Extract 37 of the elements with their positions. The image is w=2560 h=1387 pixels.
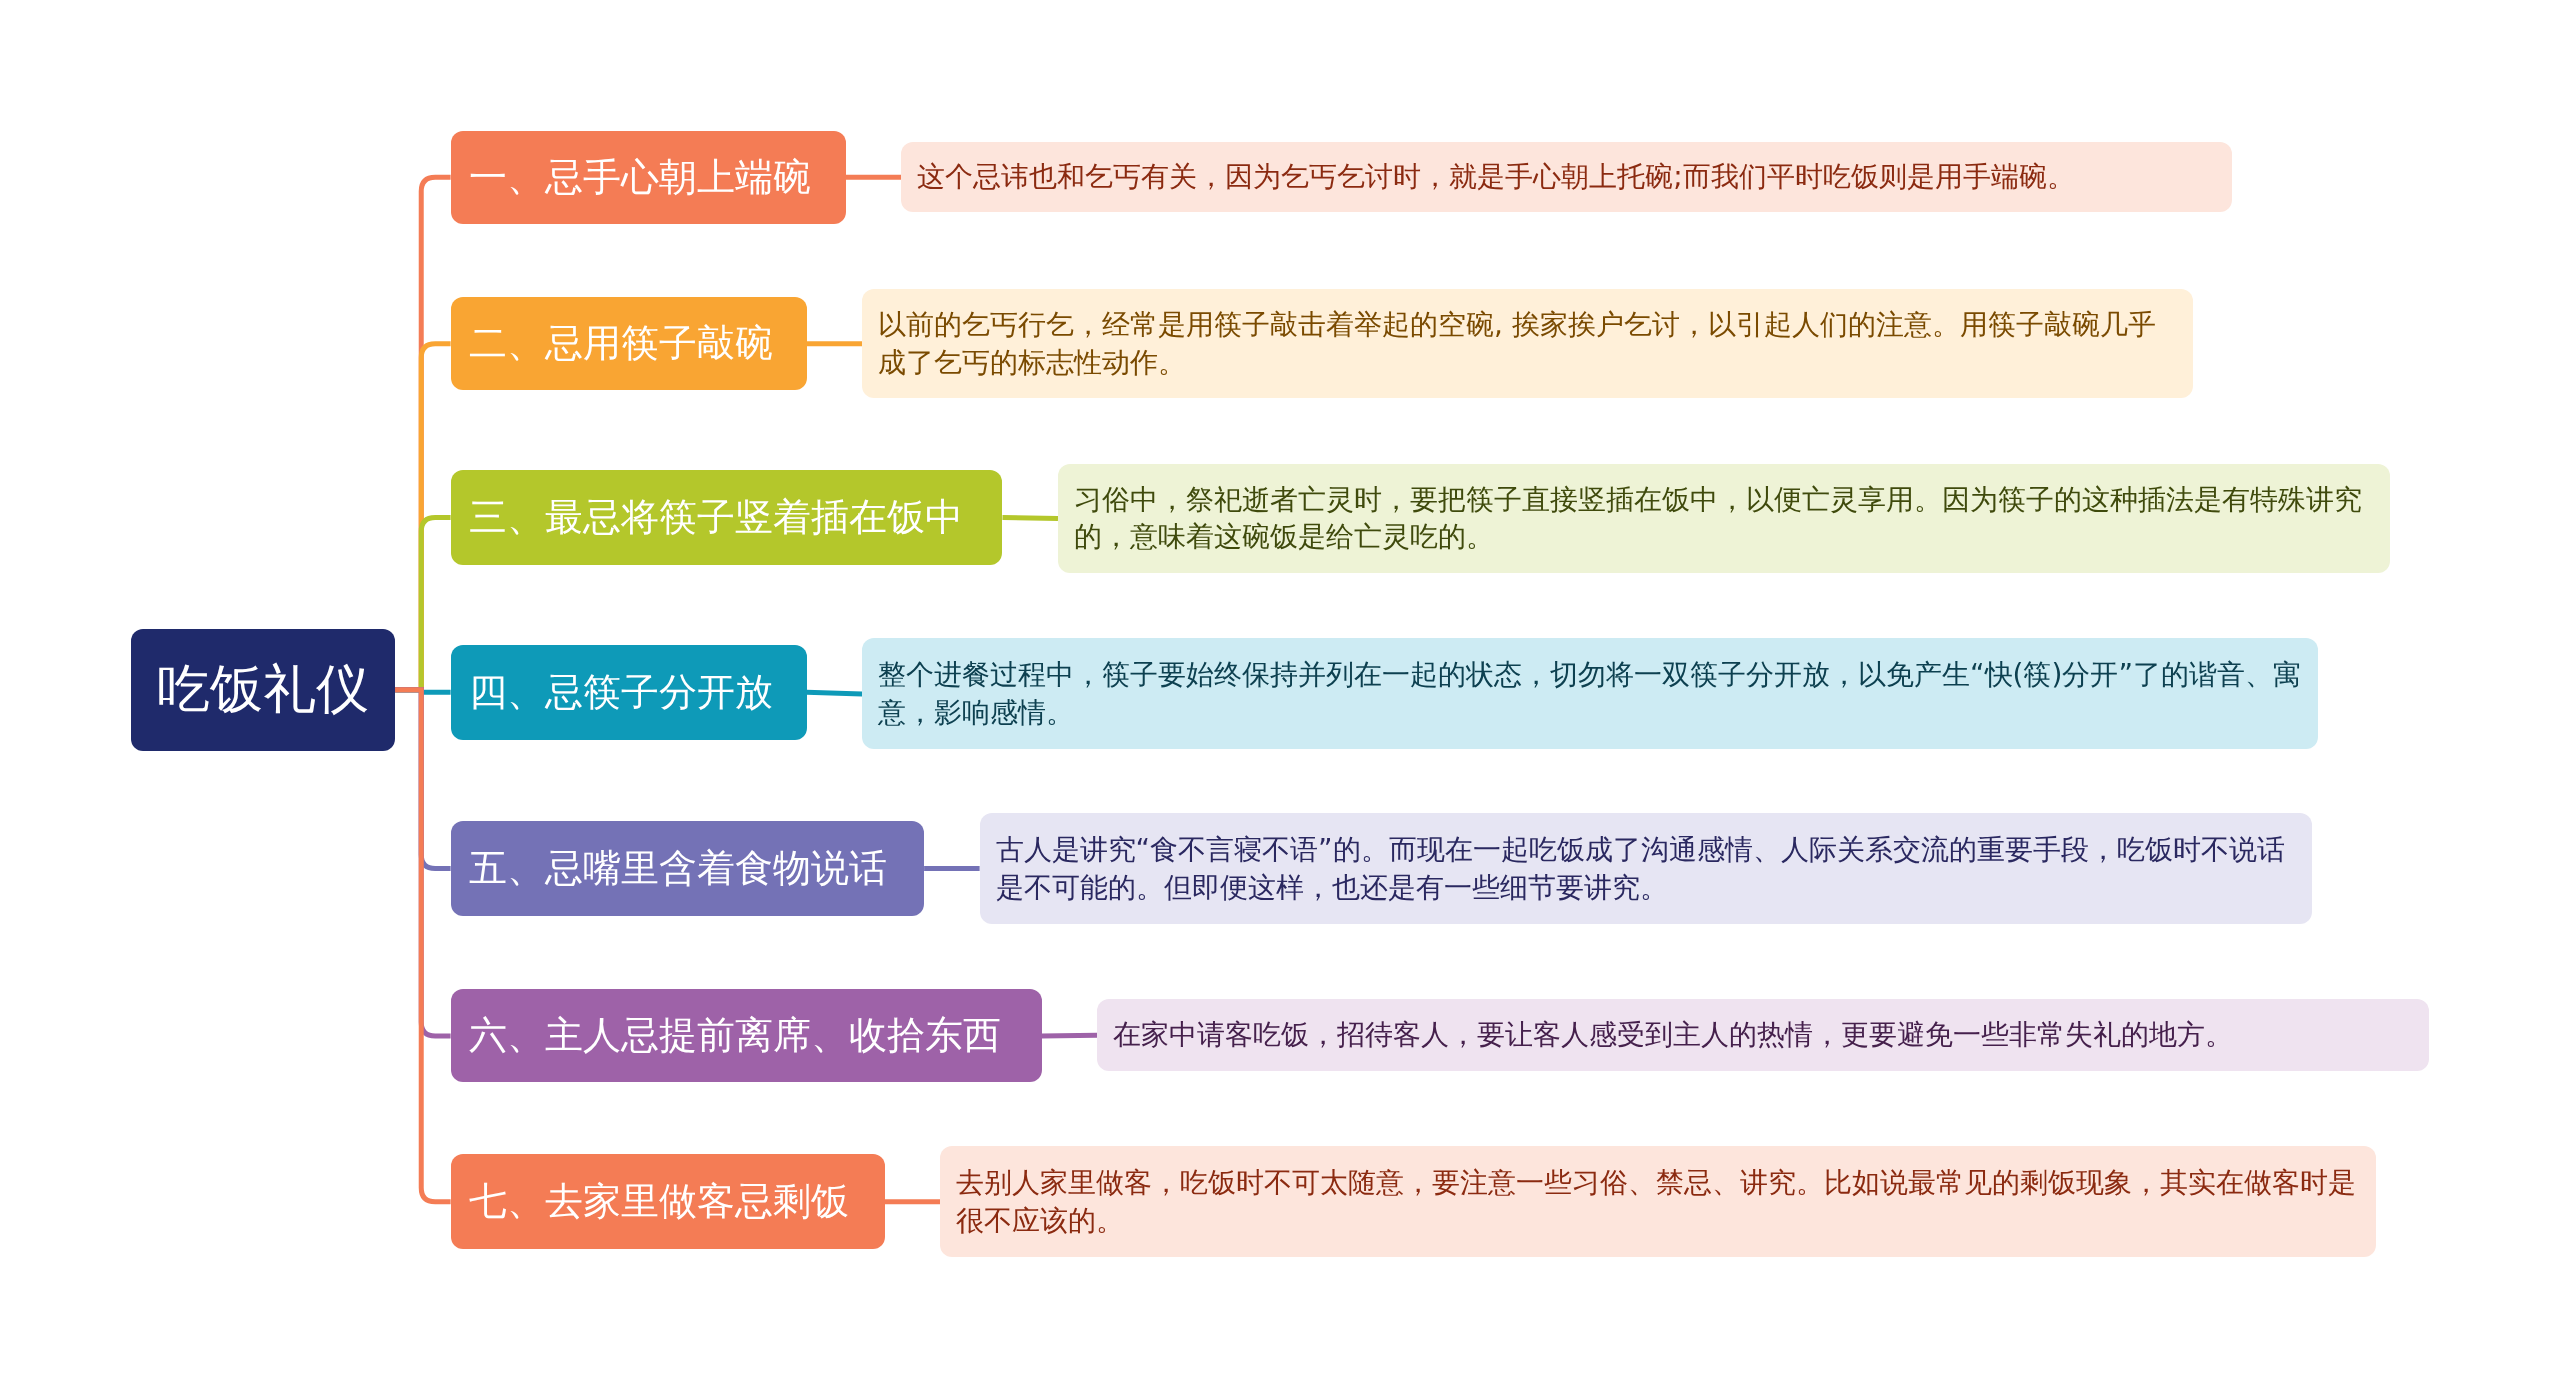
main-topic-box xyxy=(450,470,1003,565)
topic-text: 吃饭礼仪 xyxy=(156,656,369,721)
main-topic-box xyxy=(450,989,1042,1083)
topic-text: 五、忌嘴里含着食物说话 xyxy=(468,845,887,893)
topic-text: 七、去家里做客忌剩饭 xyxy=(468,1178,849,1226)
detail-note-box xyxy=(901,142,2232,213)
connector-line xyxy=(1002,515,1059,521)
connector-line xyxy=(1041,1032,1098,1039)
main-topic-box xyxy=(450,130,846,224)
topic-text: 一、忌手心朝上端碗 xyxy=(468,153,811,201)
note-text: 整个进餐过程中，筷子要始终保持并列在一起的状态，切勿将一双筷子分开放，以免产生“快(筷)分开”了的谐音、寓意，影响感情。 xyxy=(878,657,2302,731)
connector-line xyxy=(924,866,980,872)
connector-line xyxy=(884,1199,941,1205)
note-text: 习俗中，祭祀逝者亡灵时，要把筷子直接竖插在饭中，以便亡灵享用。因为筷子的这种插法是有特殊讲究的，意味着这碗饭是给亡灵吃的。 xyxy=(1074,481,2363,556)
detail-note-box xyxy=(1097,999,2430,1072)
topic-text: 六、主人忌提前离席、收拾东西 xyxy=(468,1012,1001,1060)
topic-text: 三、最忌将筷子竖着插在饭中 xyxy=(468,494,963,542)
detail-note-box xyxy=(1058,463,2391,574)
detail-note-box xyxy=(862,638,2319,750)
connector-line xyxy=(845,174,902,180)
main-topic-box xyxy=(450,644,807,740)
note-text: 在家中请客吃饭，招待客人，要让客人感受到主人的热情，更要避免一些非常失礼的地方。 xyxy=(1113,1017,2234,1054)
connector-line xyxy=(806,689,863,697)
topic-text: 二、忌用筷子敲碗 xyxy=(468,320,773,368)
topic-text: 四、忌筷子分开放 xyxy=(468,668,773,716)
note-text: 古人是讲究“食不言寝不语”的。而现在一起吃饭成了沟通感情、人际关系交流的重要手段，吃饭时不说话是不可能的。但即便这样，也还是有一些细节要讲究。 xyxy=(995,831,2286,906)
main-topic-box xyxy=(450,1154,885,1249)
central-topic-box xyxy=(130,628,396,751)
main-topic-box xyxy=(450,821,925,916)
connector-line xyxy=(806,341,863,347)
detail-note-box xyxy=(940,1146,2376,1258)
note-text: 去别人家里做客，吃饭时不可太随意，要注意一些习俗、禁忌、讲究。比如说最常见的剩饭现象，其实在做客时是很不应该的。 xyxy=(956,1164,2358,1239)
detail-note-box xyxy=(862,289,2193,399)
detail-note-box xyxy=(979,813,2312,925)
main-topic-box xyxy=(450,297,807,391)
note-text: 以前的乞丐行乞，经常是用筷子敲击着举起的空碗, 挨家挨户乞讨，以引起人们的注意。用筷子敲碗几乎成了乞丐的标志性动作。 xyxy=(878,306,2157,381)
note-text: 这个忌讳也和乞丐有关，因为乞丐乞讨时，就是手心朝上托碗;而我们平时吃饭则是用手端碗。 xyxy=(917,159,2075,196)
